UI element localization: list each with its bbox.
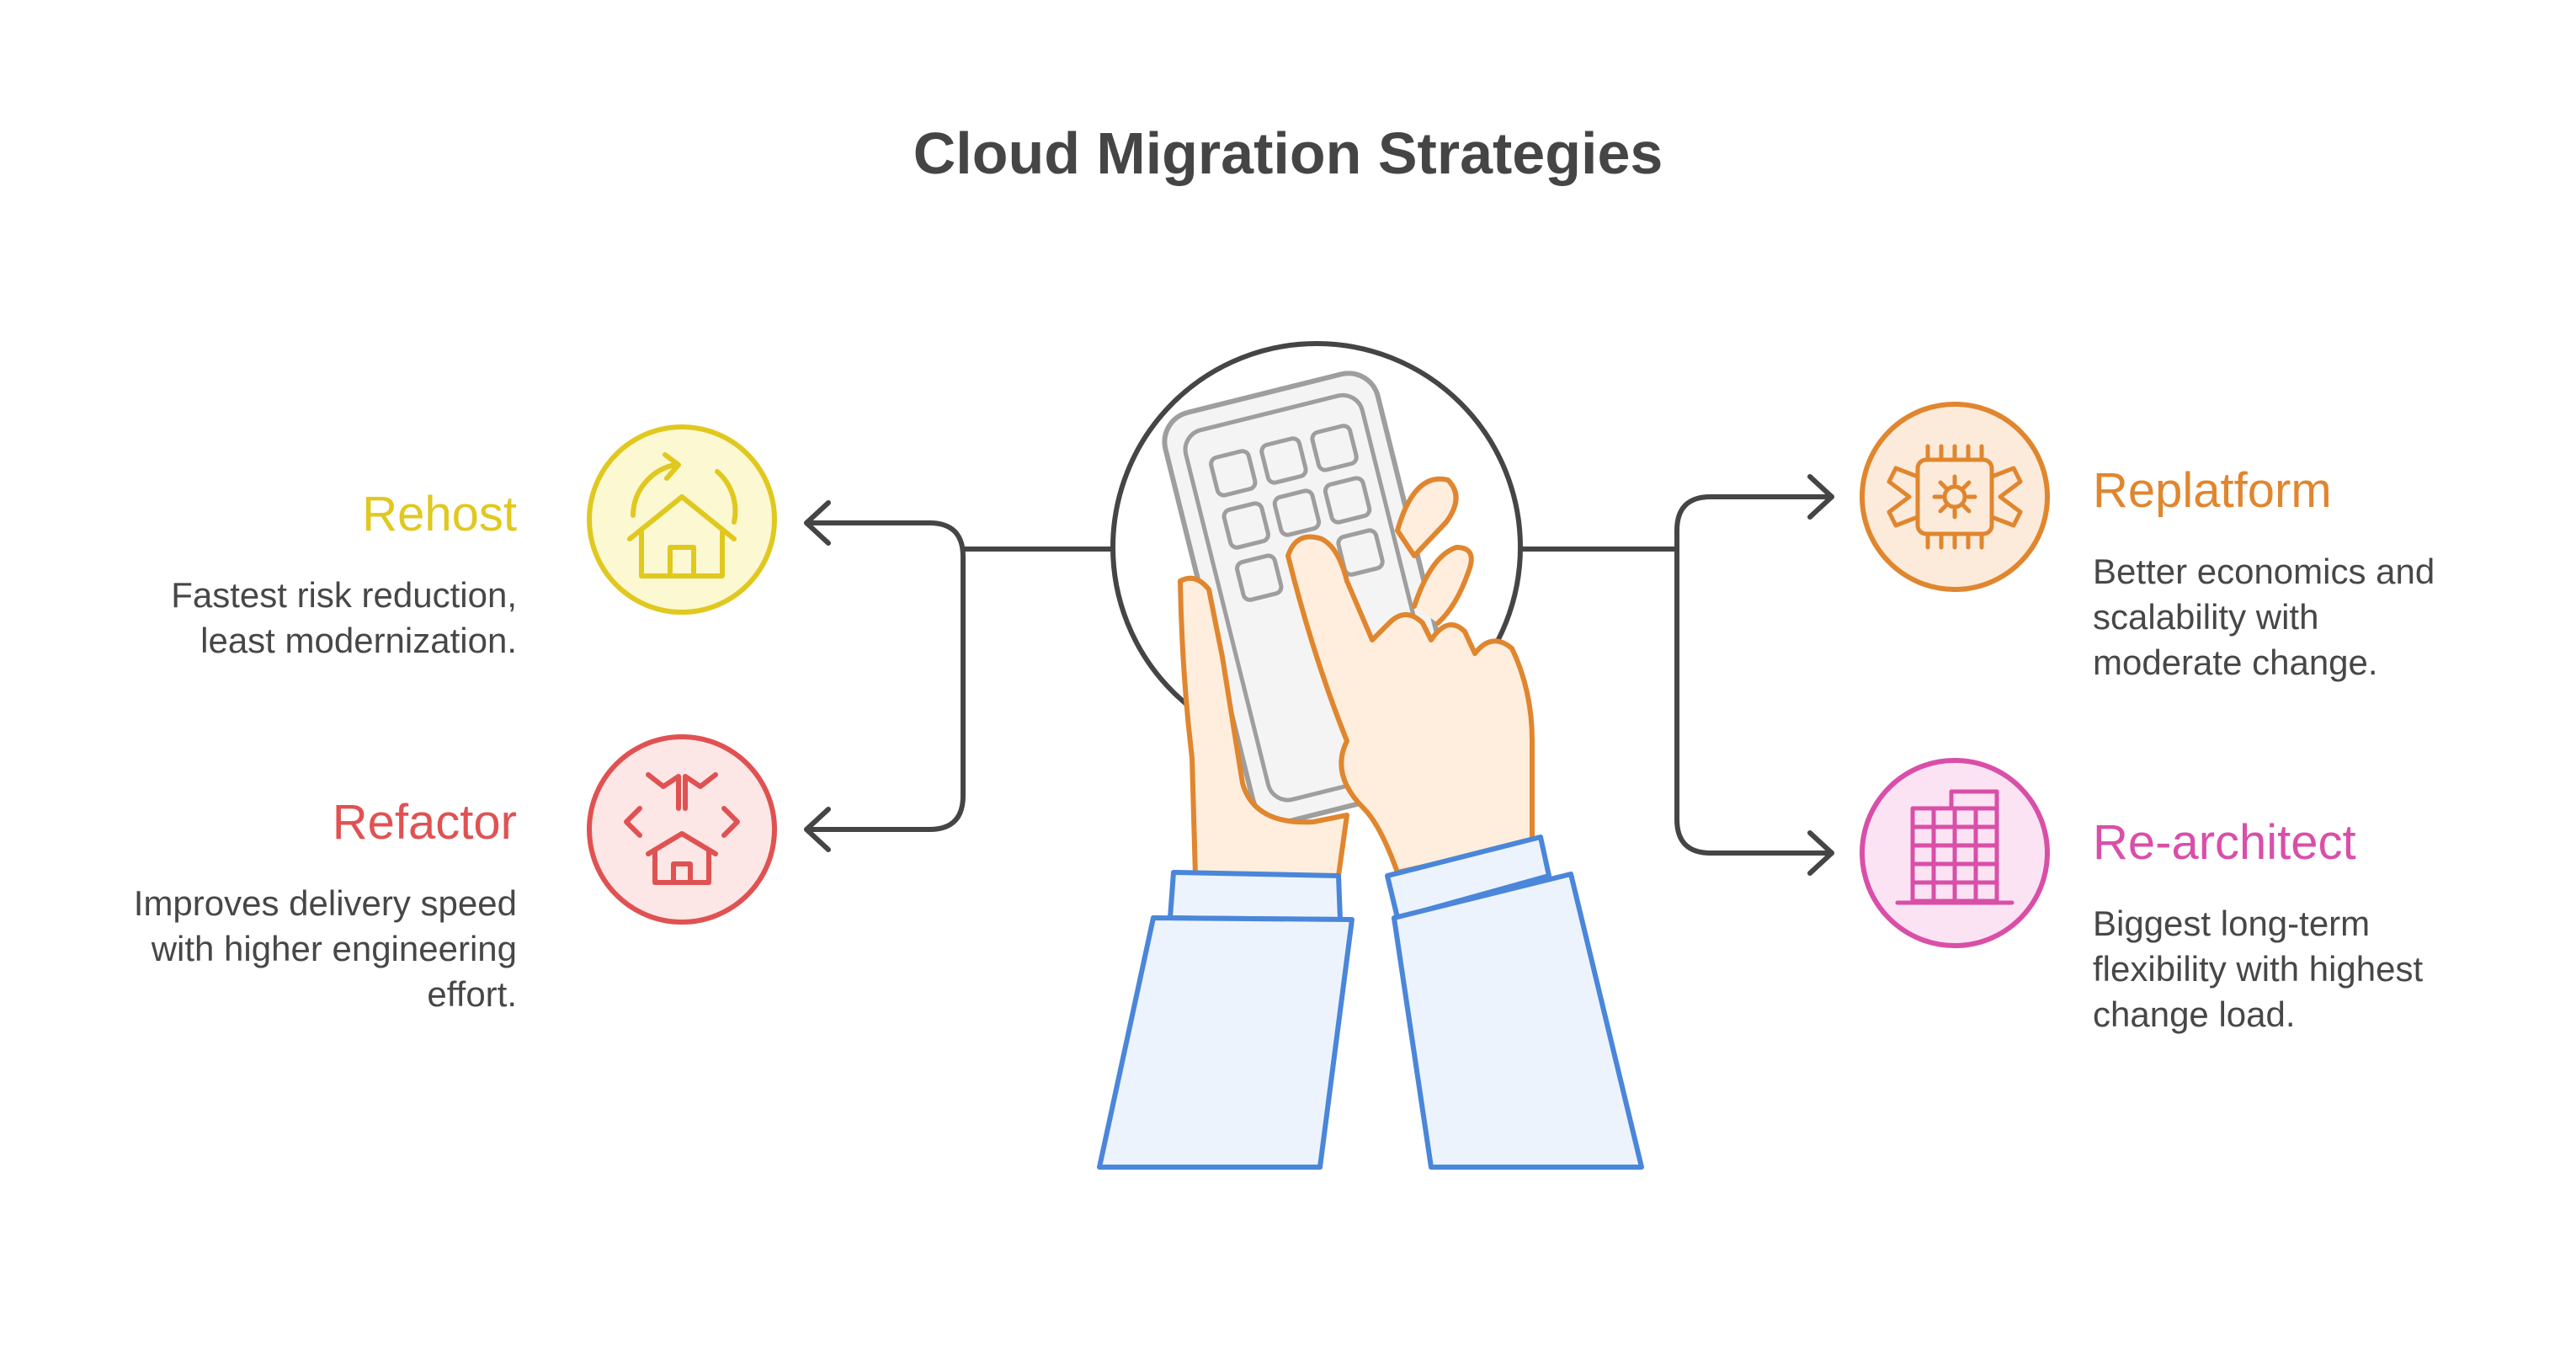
refactor-desc-line: Improves delivery speed bbox=[133, 883, 517, 923]
left-cuff bbox=[1168, 870, 1343, 922]
refactor-desc-line: effort. bbox=[427, 974, 517, 1014]
arrow-to-replatform bbox=[1807, 474, 1834, 520]
rearchitect-description: Biggest long-term flexibility with highe… bbox=[2093, 901, 2423, 1037]
refactor-desc-line: with higher engineering bbox=[151, 929, 517, 968]
replatform-desc-line: scalability with bbox=[2093, 597, 2319, 637]
rearchitect-label: Re-architect bbox=[2093, 815, 2356, 870]
building-icon bbox=[1860, 758, 2050, 948]
rearchitect-desc-line: Biggest long-term bbox=[2093, 904, 2371, 943]
house-refresh-icon bbox=[587, 424, 777, 615]
arrow-to-refactor bbox=[804, 807, 831, 852]
rehost-desc-line: least modernization. bbox=[200, 621, 517, 660]
arrow-to-rehost bbox=[804, 500, 831, 546]
arrow-to-rearchitect bbox=[1807, 830, 1834, 876]
refactor-description: Improves delivery speed with higher engi… bbox=[134, 881, 517, 1017]
page-title: Cloud Migration Strategies bbox=[913, 120, 1663, 186]
rehost-label: Rehost bbox=[362, 487, 517, 541]
house-code-icon bbox=[587, 734, 777, 925]
right-connector bbox=[1520, 474, 1834, 876]
replatform-desc-line: moderate change. bbox=[2093, 643, 2378, 682]
right-hand bbox=[1285, 534, 1535, 875]
chip-gear-icon bbox=[1860, 402, 2050, 592]
rearchitect-desc-line: change load. bbox=[2093, 994, 2296, 1034]
rehost-desc-line: Fastest risk reduction, bbox=[171, 575, 517, 615]
right-cuff bbox=[1385, 834, 1551, 920]
replatform-label: Replatform bbox=[2093, 463, 2332, 518]
right-sleeve bbox=[1392, 872, 1644, 1170]
rehost-description: Fastest risk reduction, least modernizat… bbox=[171, 573, 517, 664]
left-sleeve bbox=[1097, 915, 1355, 1170]
rearchitect-desc-line: flexibility with highest bbox=[2093, 949, 2424, 989]
replatform-desc-line: Better economics and bbox=[2093, 552, 2435, 591]
refactor-label: Refactor bbox=[332, 795, 517, 850]
hand-keypad-icon bbox=[1097, 341, 1644, 1170]
replatform-description: Better economics and scalability with mo… bbox=[2093, 549, 2435, 685]
left-connector bbox=[804, 500, 1114, 852]
left-hand bbox=[1178, 575, 1349, 878]
